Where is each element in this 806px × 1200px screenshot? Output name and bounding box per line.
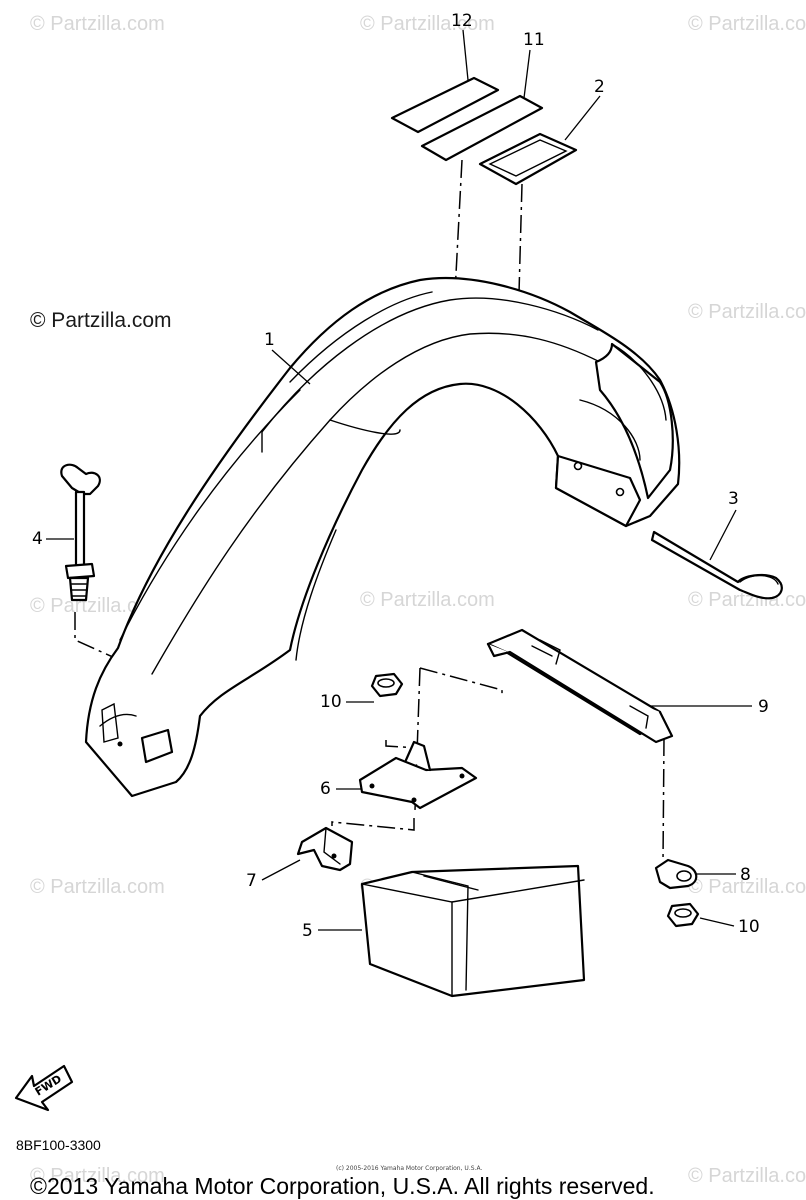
watermark: © Partzilla.com (360, 13, 495, 35)
diagram-code: 8BF100-3300 (16, 1137, 101, 1153)
callout-10-top: 10 (320, 692, 342, 712)
watermark: © Partzilla.com (30, 13, 165, 35)
nut-part-10-top: 10 (320, 672, 404, 712)
battery-box-part-5: 5 (302, 864, 586, 998)
bracket-part-6: 6 (320, 740, 478, 810)
watermark: © Partzilla.com (30, 1165, 165, 1187)
callout-6: 6 (320, 779, 331, 799)
callout-5: 5 (302, 921, 313, 941)
callout-9: 9 (758, 697, 769, 717)
decal-part-12: 12 (390, 11, 500, 134)
watermark: © Partzilla.com (360, 589, 495, 611)
watermark: © Partzilla.com (688, 1165, 806, 1187)
callout-7: 7 (246, 871, 257, 891)
decal-part-11: 11 (420, 30, 545, 162)
rod-part-3: 3 (650, 489, 783, 600)
callout-8: 8 (740, 865, 751, 885)
callout-12: 12 (451, 11, 473, 31)
partzilla-watermark: © Partzilla.com (30, 309, 172, 332)
callout-4: 4 (32, 529, 43, 549)
callout-10-bottom: 10 (738, 917, 760, 937)
watermark: © Partzilla.com (688, 876, 806, 898)
watermark: © Partzilla.com (30, 876, 165, 898)
callout-3: 3 (728, 489, 739, 509)
small-notice: (c) 2005-2016 Yamaha Motor Corporation, … (336, 1165, 482, 1172)
clamp-part-8: 8 (654, 858, 751, 890)
emblem-part-2: 2 (478, 77, 605, 186)
watermark: © Partzilla.com (688, 301, 806, 323)
stay-part-7: 7 (246, 826, 354, 891)
callout-11: 11 (523, 30, 545, 50)
nut-part-10-bottom: 10 (666, 902, 760, 937)
battery-band-part-9: 9 (486, 628, 769, 744)
copyright-line: ©2013 Yamaha Motor Corporation, U.S.A. A… (30, 1173, 655, 1199)
callout-1: 1 (264, 330, 275, 350)
rear-fender-part-1: 1 (84, 276, 681, 798)
wing-bolt-part-4: 4 (32, 463, 101, 602)
forward-direction-arrow: FWD (14, 1064, 74, 1112)
watermark: © Partzilla.com (30, 595, 165, 617)
watermark: © Partzilla.com (688, 13, 806, 35)
callout-2: 2 (594, 77, 605, 97)
